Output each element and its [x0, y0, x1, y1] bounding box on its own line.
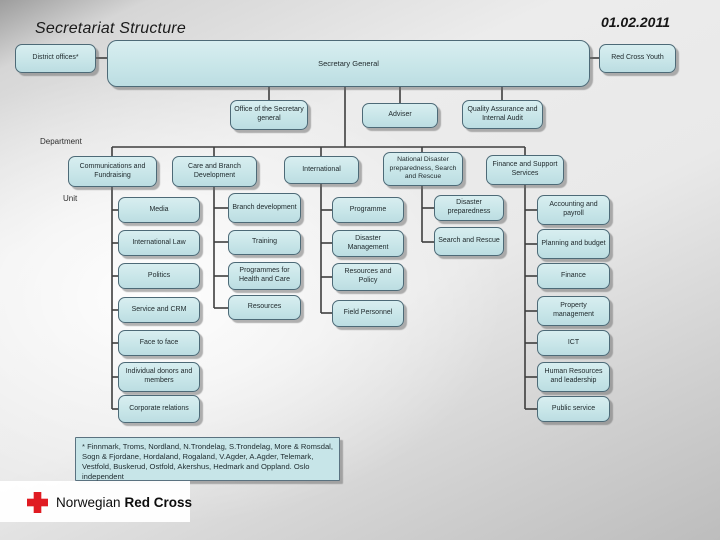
unit-box-resources: Resources: [228, 295, 301, 320]
page-title: Secretariat Structure: [35, 20, 186, 37]
unit-box-finance: Finance: [537, 263, 610, 289]
logo-text-regular: Norwegian: [56, 495, 121, 510]
unit-box-resources-policy: Resources and Policy: [332, 263, 404, 291]
unit-box-face-to-face: Face to face: [118, 330, 200, 356]
dept-box-finance-support: Finance and Support Services: [486, 155, 564, 185]
org-box-secretary-general: Secretary General: [107, 40, 590, 87]
unit-box-planning-budget: Planning and budget: [537, 229, 610, 259]
dept-box-care-branch-development: Care and Branch Development: [172, 156, 257, 187]
red-cross-icon: [27, 492, 48, 513]
unit-box-individual-donors: Individual donors and members: [118, 362, 200, 392]
unit-box-public-service: Public service: [537, 396, 610, 422]
unit-box-ict: ICT: [537, 330, 610, 356]
unit-box-training: Training: [228, 230, 301, 255]
org-box-office-of-secretary-general: Office of the Secretary general: [230, 100, 308, 130]
unit-box-politics: Politics: [118, 263, 200, 289]
unit-box-branch-development: Branch development: [228, 193, 301, 223]
unit-label: Unit: [63, 194, 78, 203]
unit-box-property-management: Property management: [537, 296, 610, 326]
dept-box-international: International: [284, 156, 359, 184]
unit-box-media: Media: [118, 197, 200, 223]
unit-box-disaster-management: Disaster Management: [332, 230, 404, 257]
unit-box-international-law: International Law: [118, 230, 200, 256]
footnote: * Finnmark, Troms, Nordland, N.Trondelag…: [75, 437, 340, 481]
dept-box-national-disaster: National Disaster preparedness, Search a…: [383, 152, 463, 186]
date-label: 01.02.2011: [600, 14, 670, 30]
logo-text-bold: Red Cross: [124, 495, 193, 510]
unit-box-search-rescue: Search and Rescue: [434, 227, 504, 256]
unit-box-human-resources: Human Resources and leadership: [537, 362, 610, 392]
unit-box-disaster-preparedness: Disaster preparedness: [434, 195, 504, 221]
org-box-adviser: Adviser: [362, 103, 438, 128]
unit-box-accounting-payroll: Accounting and payroll: [537, 195, 610, 225]
org-box-quality-assurance: Quality Assurance and Internal Audit: [462, 100, 543, 129]
org-box-red-cross-youth: Red Cross Youth: [599, 44, 676, 73]
org-box-district-offices: District offices*: [15, 44, 96, 73]
department-label: Department: [40, 137, 82, 146]
unit-box-corporate-relations: Corporate relations: [118, 395, 200, 423]
unit-box-service-crm: Service and CRM: [118, 297, 200, 323]
dept-box-communications-fundraising: Communications and Fundraising: [68, 156, 157, 187]
unit-box-field-personnel: Field Personnel: [332, 300, 404, 327]
unit-box-programmes-health-care: Programmes for Health and Care: [228, 262, 301, 290]
unit-box-programme: Programme: [332, 197, 404, 223]
